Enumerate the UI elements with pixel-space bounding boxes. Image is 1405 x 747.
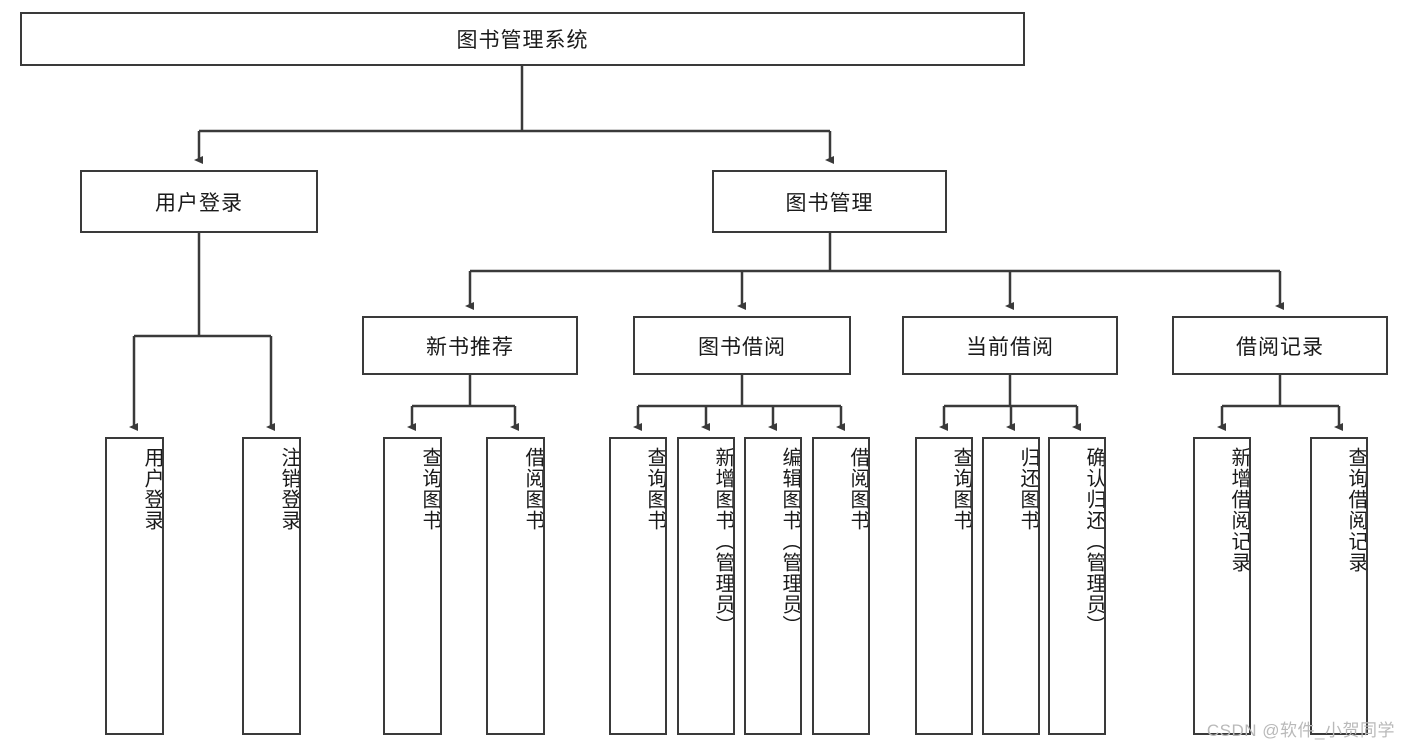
node-label: 查询图书 — [419, 447, 441, 531]
node-leaf-logout-login[interactable]: 注销登录 — [242, 437, 301, 735]
node-borrow-record[interactable]: 借阅记录 — [1172, 316, 1388, 375]
node-leaf-add-book[interactable]: 新增图书（管理员） — [677, 437, 735, 735]
node-label: 查询借阅记录 — [1345, 447, 1367, 573]
node-leaf-borrow-book-2[interactable]: 借阅图书 — [812, 437, 870, 735]
node-current-borrow[interactable]: 当前借阅 — [902, 316, 1118, 375]
node-label: 编辑图书（管理员） — [779, 447, 801, 636]
node-leaf-user-login[interactable]: 用户登录 — [105, 437, 164, 735]
node-label: 当前借阅 — [966, 335, 1054, 359]
node-leaf-add-record[interactable]: 新增借阅记录 — [1193, 437, 1251, 735]
node-leaf-borrow-book-1[interactable]: 借阅图书 — [486, 437, 545, 735]
node-label: 借阅图书 — [522, 447, 544, 531]
node-label: 确认归还（管理员） — [1083, 447, 1105, 636]
node-label: 用户登录 — [155, 191, 243, 215]
node-leaf-query-book-3[interactable]: 查询图书 — [915, 437, 973, 735]
node-label: 查询图书 — [644, 447, 666, 531]
node-label: 图书借阅 — [698, 335, 786, 359]
node-leaf-confirm-return[interactable]: 确认归还（管理员） — [1048, 437, 1106, 735]
node-leaf-return-book[interactable]: 归还图书 — [982, 437, 1040, 735]
node-label: 借阅记录 — [1236, 335, 1324, 359]
node-label: 新增借阅记录 — [1228, 447, 1250, 573]
node-new-book-recommend[interactable]: 新书推荐 — [362, 316, 578, 375]
node-label: 注销登录 — [278, 447, 300, 531]
node-label: 新增图书（管理员） — [712, 447, 734, 636]
node-label: 归还图书 — [1017, 447, 1039, 531]
node-label: 查询图书 — [950, 447, 972, 531]
node-book-borrow[interactable]: 图书借阅 — [633, 316, 851, 375]
node-book-management-system[interactable]: 图书管理系统 — [20, 12, 1025, 66]
node-book-management[interactable]: 图书管理 — [712, 170, 947, 233]
node-leaf-query-book-1[interactable]: 查询图书 — [383, 437, 442, 735]
node-user-login[interactable]: 用户登录 — [80, 170, 318, 233]
node-label: 图书管理 — [785, 191, 874, 215]
node-label: 图书管理系统 — [456, 29, 589, 52]
node-leaf-query-book-2[interactable]: 查询图书 — [609, 437, 667, 735]
node-label: 用户登录 — [141, 447, 163, 531]
node-label: 新书推荐 — [426, 335, 514, 359]
node-leaf-edit-book[interactable]: 编辑图书（管理员） — [744, 437, 802, 735]
node-label: 借阅图书 — [847, 447, 869, 531]
csdn-watermark: CSDN @软件_小贺同学 — [1206, 721, 1395, 740]
node-leaf-query-record[interactable]: 查询借阅记录 — [1310, 437, 1368, 735]
